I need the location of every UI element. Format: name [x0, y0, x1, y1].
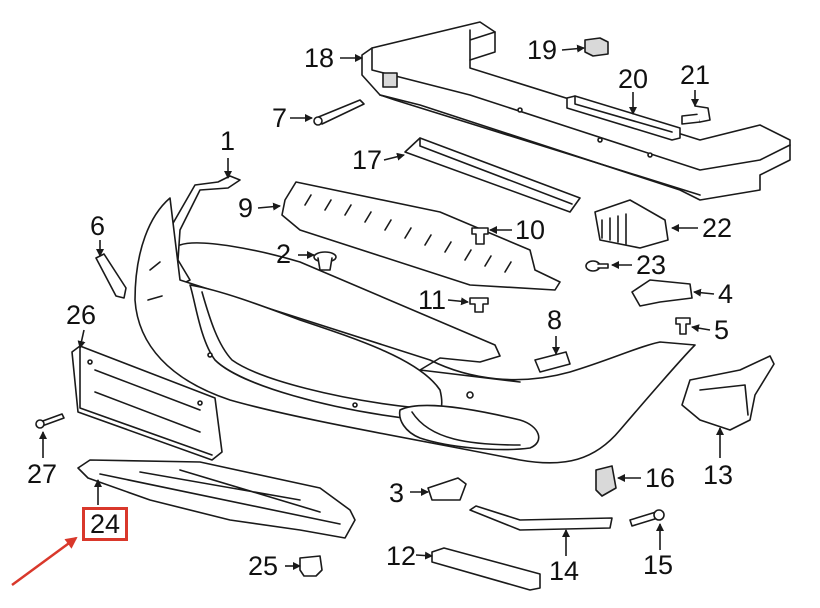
part-25-clip: [299, 555, 323, 577]
callout-17: 17: [352, 145, 383, 175]
part-12-lower-strip: [431, 547, 541, 591]
highlight-arrow: [11, 536, 78, 587]
callout-14: 14: [549, 556, 580, 586]
callout-25: 25: [248, 551, 279, 581]
part-20-absorber: [566, 95, 681, 141]
leader-lines: [39, 44, 724, 570]
callout-4: 4: [718, 279, 734, 309]
callout-16: 16: [645, 463, 676, 493]
part-13-side-bracket: [681, 355, 775, 431]
part-19-clip: [584, 37, 609, 57]
callout-9: 9: [238, 193, 254, 223]
part-11-clip: [469, 297, 489, 313]
callout-21: 21: [680, 60, 711, 90]
callout-13: 13: [703, 460, 734, 490]
part-24-underbody-shield: [77, 459, 356, 539]
part-6-side-bracket: [95, 253, 127, 299]
part-8-cap: [534, 351, 571, 373]
part-27-screw: [35, 413, 65, 429]
part-9-lower-shield: [281, 181, 561, 291]
callout-7: 7: [272, 103, 288, 133]
callout-12: 12: [386, 541, 417, 571]
part-10-clip: [471, 227, 489, 245]
callout-10: 10: [515, 215, 546, 245]
part-3-bracket: [427, 477, 467, 501]
callout-6: 6: [90, 211, 106, 241]
part-14-trim-strip: [469, 505, 613, 531]
part-15-bolt: [629, 509, 665, 527]
callout-26: 26: [66, 300, 97, 330]
part-23-push-pin: [585, 260, 609, 272]
callout-3: 3: [389, 478, 405, 508]
callout-11: 11: [418, 285, 447, 315]
part-5-bolt: [675, 317, 691, 335]
callout-8: 8: [547, 305, 563, 335]
callout-19: 19: [527, 35, 558, 65]
callout-27: 27: [27, 459, 58, 489]
callout-23: 23: [636, 250, 667, 280]
part-7-bracket-rod: [313, 99, 365, 126]
part-21-pin: [681, 105, 711, 125]
callout-24-highlighted: 24: [82, 507, 129, 541]
part-4-bracket: [631, 279, 693, 307]
part-16-clip: [595, 465, 617, 497]
callout-5: 5: [714, 315, 730, 345]
bumper-cover: [134, 197, 696, 464]
callout-1: 1: [220, 126, 236, 156]
callout-20: 20: [618, 64, 649, 94]
part-2-cap: [313, 251, 337, 271]
callout-15: 15: [643, 550, 674, 580]
part-22-air-guide: [594, 199, 669, 249]
callout-2: 2: [276, 239, 292, 269]
callout-22: 22: [702, 213, 733, 243]
part-17-air-deflector: [404, 137, 581, 213]
callout-18: 18: [304, 43, 335, 73]
